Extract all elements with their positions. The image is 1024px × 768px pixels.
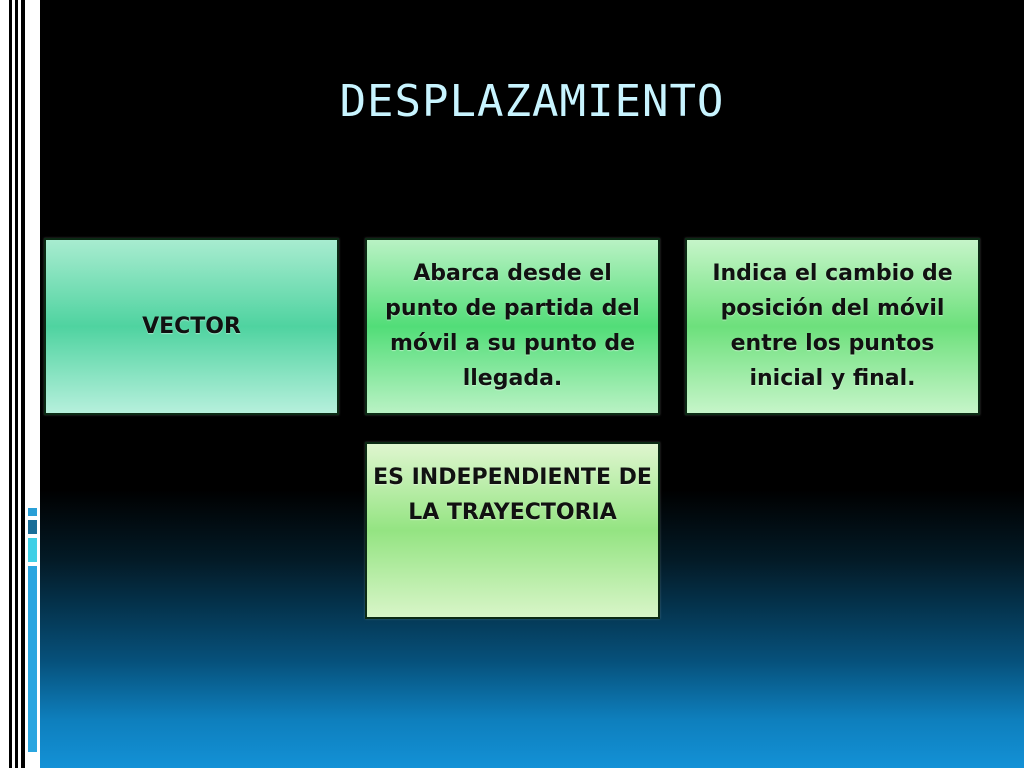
box-vector-text: VECTOR xyxy=(142,314,241,339)
box-indica: Indica el cambio de posición del móvil e… xyxy=(685,238,980,415)
left-decorative-bar xyxy=(0,0,40,768)
box-abarca: Abarca desde el punto de partida del móv… xyxy=(365,238,660,415)
bar-stripe xyxy=(9,0,12,768)
box-independiente-text: ES INDEPENDIENTE DE LA TRAYECTORIA xyxy=(373,465,652,525)
box-indica-text: Indica el cambio de posición del móvil e… xyxy=(712,261,953,391)
box-vector: VECTOR xyxy=(44,238,339,415)
box-abarca-text: Abarca desde el punto de partida del móv… xyxy=(385,261,640,391)
slide-title: DESPLAZAMIENTO xyxy=(339,76,725,127)
box-independiente: ES INDEPENDIENTE DE LA TRAYECTORIA xyxy=(365,442,660,619)
bar-stripe xyxy=(15,0,18,768)
bar-accent xyxy=(28,566,37,752)
bar-stripe xyxy=(21,0,25,768)
bar-accent xyxy=(28,520,37,534)
bar-accent xyxy=(28,508,37,516)
bar-accent xyxy=(28,538,37,562)
